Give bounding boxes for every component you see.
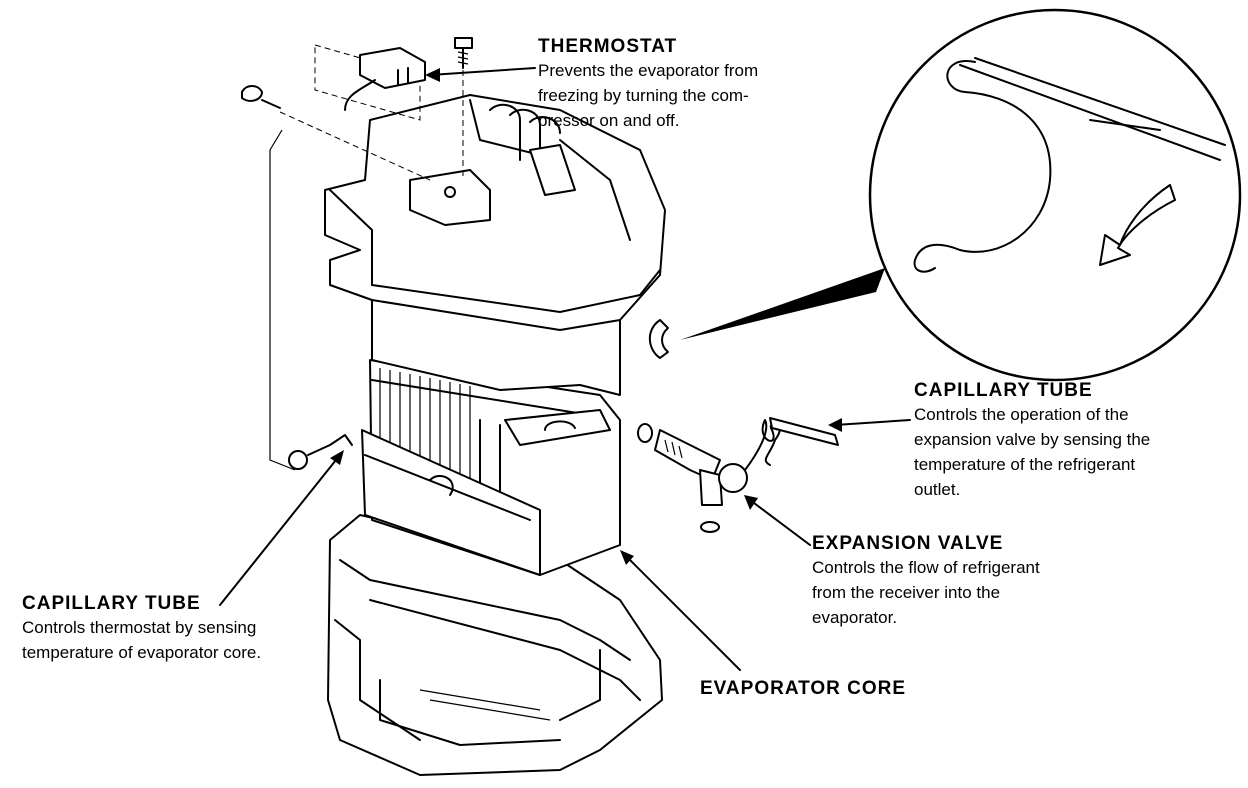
- thermostat-desc-line-2: freezing by turning the com-: [538, 86, 749, 105]
- expansion-valve-label: EXPANSION VALVE Controls the flow of ref…: [812, 533, 1040, 630]
- capillary-tube-right-line-3: temperature of the refrigerant: [914, 455, 1136, 474]
- capillary-tube-left-title: CAPILLARY TUBE: [22, 593, 201, 614]
- capillary-tube-left-line-2: temperature of evaporator core.: [22, 643, 262, 662]
- capillary-tube-left-line-1: Controls thermostat by sensing: [22, 618, 257, 637]
- thermostat-desc-line-1: Prevents the evaporator from: [538, 61, 759, 80]
- evaporator-core: [361, 359, 621, 576]
- expansion-valve: [637, 417, 839, 533]
- thermostat-title: THERMOSTAT: [538, 36, 678, 57]
- capillary-tube-right-line-1: Controls the operation of the: [914, 405, 1129, 424]
- expansion-valve-title: EXPANSION VALVE: [812, 533, 1004, 554]
- expansion-valve-line-3: evaporator.: [812, 608, 898, 627]
- capillary-sensor-left: [288, 434, 353, 470]
- capillary-tube-left-label: CAPILLARY TUBE Controls thermostat by se…: [22, 593, 261, 665]
- evaporator-core-title: EVAPORATOR CORE: [700, 678, 907, 699]
- thermostat-desc-line-3: pressor on and off.: [538, 111, 680, 130]
- evaporator-core-label: EVAPORATOR CORE: [700, 678, 906, 700]
- thermostat: [241, 37, 473, 471]
- thermostat-label: THERMOSTAT Prevents the evaporator from …: [538, 36, 758, 133]
- clip-detail-callout: [680, 8, 1242, 382]
- upper-housing: [324, 94, 666, 396]
- capillary-tube-right-label: CAPILLARY TUBE Controls the operation of…: [914, 380, 1150, 502]
- lower-housing: [327, 514, 663, 776]
- capillary-tube-right-line-4: outlet.: [914, 480, 961, 499]
- expansion-valve-line-2: from the receiver into the: [812, 583, 1001, 602]
- expansion-valve-line-1: Controls the flow of refrigerant: [812, 558, 1040, 577]
- clip: [648, 319, 669, 359]
- leader-arrows: [219, 67, 911, 671]
- capillary-tube-right-title: CAPILLARY TUBE: [914, 380, 1093, 401]
- capillary-tube-right-line-2: expansion valve by sensing the: [914, 430, 1151, 449]
